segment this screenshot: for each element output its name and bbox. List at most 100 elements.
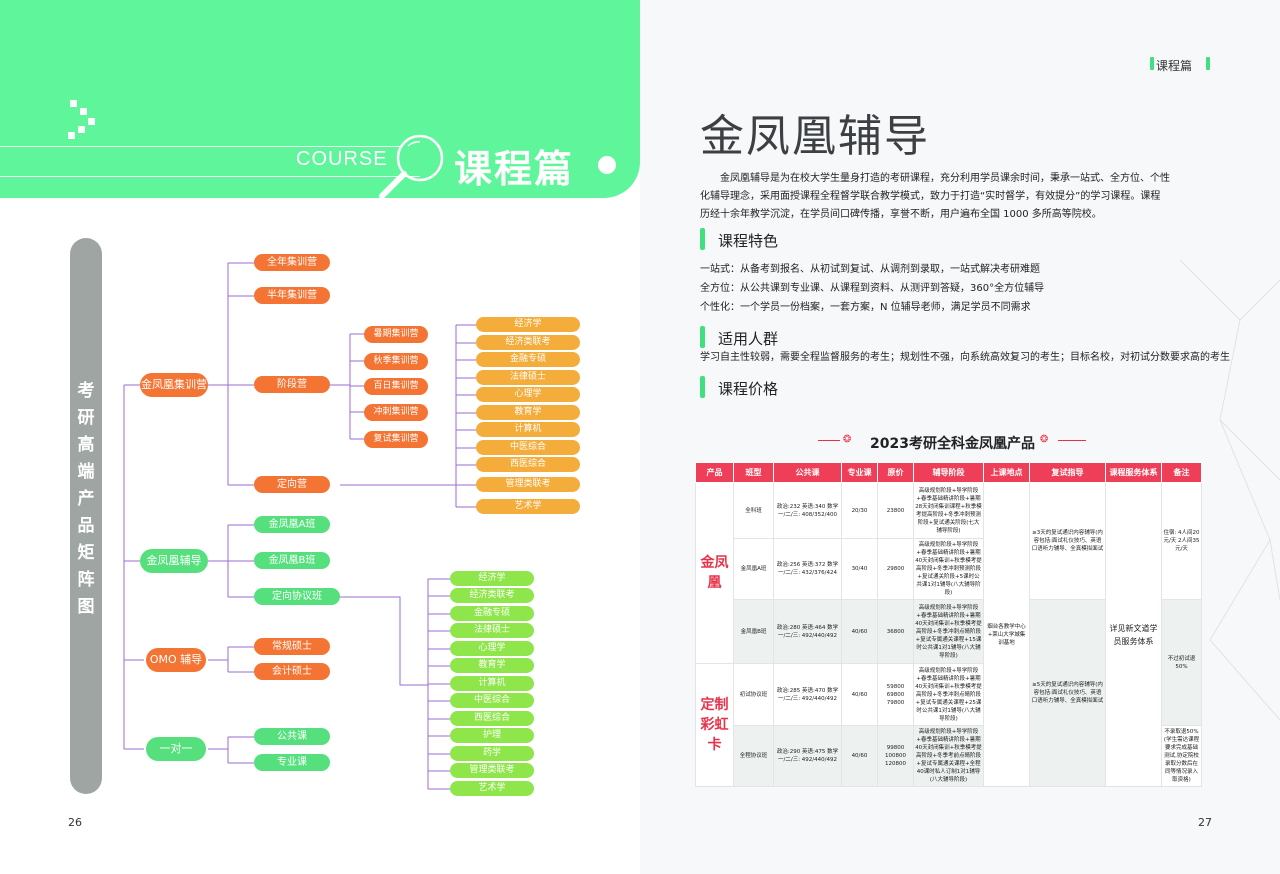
- band-title: 课程篇: [454, 147, 575, 191]
- table-header-row: 产品 班型 公共课 专业课 原价 辅导阶段 上课地点 复试指导 课程服务体系 备…: [695, 462, 1202, 483]
- node-accounting-master: 会计硕士: [254, 663, 330, 680]
- divider: [818, 440, 840, 441]
- cell-price: 36800: [877, 599, 914, 664]
- cell-public: 政治:232 英语:340 数学一/二/三: 408/352/400: [773, 482, 842, 539]
- group-rainbow-card: 定制彩虹卡: [695, 663, 734, 787]
- cell-stage: 高级规划阶段+导学阶段+春季基础精讲阶段+暑期40天封闭集训+秋季模考提高阶段+…: [913, 538, 984, 600]
- cell-class: 全程协议班: [733, 725, 774, 787]
- subject-economics: 经济学: [450, 571, 534, 586]
- th-class: 班型: [733, 462, 774, 483]
- cell-class: 全科班: [733, 482, 774, 539]
- logo-mark: [70, 100, 77, 107]
- cell-major: 40/60: [841, 725, 878, 787]
- cell-note: 不过初试退50%: [1161, 599, 1202, 726]
- vertical-title: 考研高端产品矩阵图: [77, 381, 95, 617]
- subject-art: 艺术学: [476, 499, 580, 514]
- header-band: COURSE 课程篇: [0, 0, 640, 199]
- cell-public: 政治:256 英语:372 数学一/二/三: 432/376/424: [773, 538, 842, 600]
- node-regular-master: 常规硕士: [254, 638, 330, 655]
- subject-education: 教育学: [476, 405, 580, 420]
- th-retest: 复试指导: [1029, 462, 1106, 483]
- subject-art: 艺术学: [450, 781, 534, 796]
- subject-management: 管理类联考: [476, 477, 580, 492]
- table-row: 金凤凰 全科班 政治:232 英语:340 数学一/二/三: 408/352/4…: [695, 482, 1202, 787]
- cell-location: 烟台各教学中心+莱山大学城集训基地: [983, 482, 1030, 787]
- th-major: 专业课: [841, 462, 878, 483]
- cell-service: 详见新文道学员服务体系: [1105, 482, 1162, 787]
- subject-nursing: 护理: [450, 728, 534, 743]
- features-title: 课程特色: [718, 232, 779, 250]
- cell-major: 40/60: [841, 663, 878, 726]
- cell-major: 20/30: [841, 482, 878, 539]
- cell-price: 59800 69800 79800: [877, 663, 914, 726]
- subject-western-medicine: 西医综合: [450, 711, 534, 726]
- cell-price: 29800: [877, 538, 914, 600]
- node-directed-camp: 定向营: [254, 476, 330, 493]
- cell-public: 政治:285 英语:470 数学一/二/三: 492/440/492: [773, 663, 842, 726]
- cell-retest: ≥3天的复试通识内容辅导(内容包括:面试礼仪技巧、英语口语听力辅导、全真模拟面试: [1029, 482, 1106, 600]
- divider: [0, 176, 420, 177]
- section-bar: [700, 376, 705, 398]
- branch-omo-tutoring: OMO 辅导: [146, 648, 206, 672]
- node-half-year-camp: 半年集训营: [254, 287, 330, 304]
- intro-paragraph: 金凤凰辅导是为在校大学生量身打造的考研课程，充分利用学员课余时间，秉承一站式、全…: [700, 173, 1170, 220]
- cell-major: 40/60: [841, 599, 878, 664]
- cell-retest: ≥5天的复试通识内容辅导(内容包括:面试礼仪技巧、英语口语听力辅导、全真模拟面试: [1029, 599, 1106, 787]
- section-tag-bar: [1206, 57, 1210, 70]
- th-stage: 辅导阶段: [913, 462, 984, 483]
- table-row: 金凤凰A班 政治:256 英语:372 数学一/二/三: 432/376/424…: [696, 538, 1202, 600]
- logo-mark: [78, 126, 85, 133]
- logo-mark: [80, 108, 87, 115]
- node-retest-camp: 复试集训营: [364, 431, 428, 448]
- subject-economics-joint: 经济类联考: [476, 335, 580, 350]
- branch-jinfenghuang-tutoring: 金凤凰辅导: [140, 549, 208, 573]
- course-label: COURSE: [296, 148, 388, 170]
- subject-computer: 计算机: [476, 422, 580, 437]
- node-autumn-camp: 秋季集训营: [364, 353, 428, 370]
- cell-note: 不录取退50%(学生需达课程要求完成基础测试,协定院校录取分数后在同等情况录入取…: [1161, 725, 1202, 787]
- subject-education: 教育学: [450, 658, 534, 673]
- vertical-title-bar: [70, 238, 102, 794]
- subject-finance: 金融专硕: [450, 606, 534, 621]
- subject-tcm: 中医综合: [476, 440, 580, 455]
- feature-line: 个性化：一个学员一份档案，一套方案，N 位辅导老师，满足学员不同需求: [700, 302, 1031, 313]
- audience-title: 适用人群: [718, 330, 779, 348]
- th-service: 课程服务体系: [1105, 462, 1162, 483]
- left-page: COURSE 课程篇 考研高端产品矩阵图 金凤凰集训营 金凤凰辅导 OMO 辅导…: [0, 0, 640, 829]
- price-table: 产品 班型 公共课 专业课 原价 辅导阶段 上课地点 复试指导 课程服务体系 备…: [695, 462, 1202, 787]
- node-hundred-day-camp: 百日集训营: [364, 378, 428, 395]
- group-golden-phoenix: 金凤凰: [695, 482, 734, 664]
- subject-law: 法律硕士: [476, 370, 580, 385]
- th-product: 产品: [695, 462, 734, 483]
- th-location: 上课地点: [983, 462, 1030, 483]
- table-row: 全程协议班 政治:290 英语:475 数学一/二/三: 492/440/492…: [696, 725, 1202, 787]
- mindmap-connectors: [123, 262, 476, 790]
- cell-major: 30/40: [841, 538, 878, 600]
- node-class-b: 金凤凰B班: [254, 552, 330, 569]
- cell-price: 99800 100800 120800: [877, 725, 914, 787]
- page-title: 金凤凰辅导: [700, 111, 930, 162]
- section-tag: 课程篇: [1156, 59, 1193, 73]
- subject-tcm: 中医综合: [450, 693, 534, 708]
- node-agreement-class: 定向协议班: [254, 588, 340, 605]
- subject-management: 管理类联考: [450, 763, 534, 778]
- page-number: 26: [68, 816, 82, 829]
- subject-pharmacy: 药学: [450, 746, 534, 761]
- node-public-course: 公共课: [254, 728, 330, 745]
- price-title: 课程价格: [718, 380, 779, 398]
- cell-note: 住宿: 4人间20元/天 2人间35元/天: [1161, 482, 1202, 600]
- page-number: 27: [1198, 816, 1212, 829]
- subject-economics: 经济学: [476, 317, 580, 332]
- divider: [1058, 440, 1086, 441]
- table-row: 金凤凰B班 政治:280 英语:464 数学一/二/三: 492/440/492…: [696, 599, 1202, 787]
- cell-stage: 高级规划阶段+导学阶段+春季基础精讲阶段+暑期40天封闭集训+秋季模考提高阶段+…: [913, 599, 984, 664]
- subject-western-medicine: 西医综合: [476, 457, 580, 472]
- cell-public: 政治:290 英语:475 数学一/二/三: 492/440/492: [773, 725, 842, 787]
- node-stage-camp: 阶段营: [254, 376, 330, 393]
- magnifier-icon: [379, 134, 444, 199]
- th-public: 公共课: [773, 462, 842, 483]
- subject-computer: 计算机: [450, 676, 534, 691]
- cell-class: 金凤凰B班: [733, 599, 774, 664]
- cell-class: 初试协议班: [733, 663, 774, 726]
- node-class-a: 金凤凰A班: [254, 516, 330, 533]
